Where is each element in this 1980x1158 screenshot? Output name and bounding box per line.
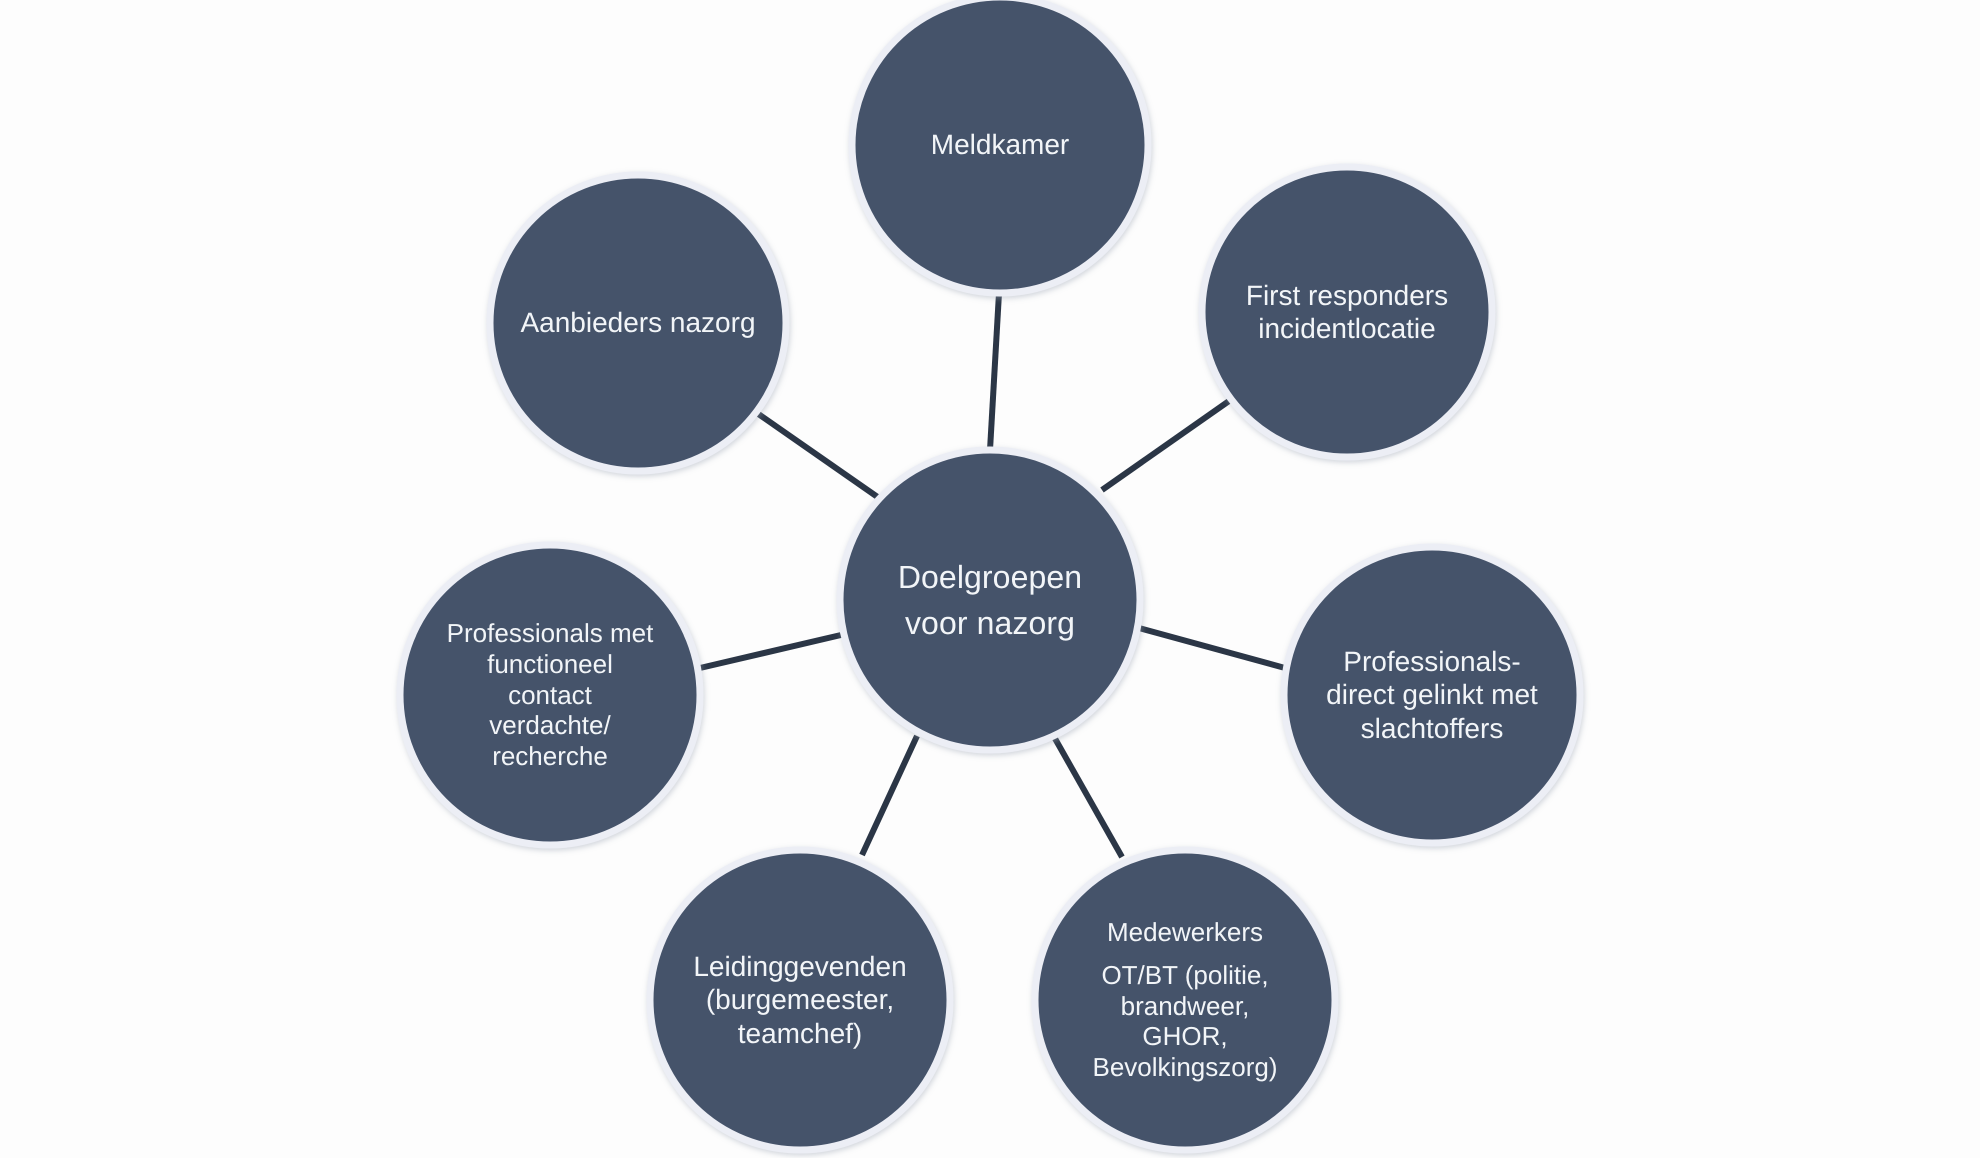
node-label-center-line-1: Doelgroepen bbox=[897, 558, 1083, 595]
node-circle-leidinggevenden[interactable] bbox=[646, 846, 954, 1154]
node-label-professionals-slachtoffers-line-1: Professionals- bbox=[1343, 646, 1521, 678]
connector-center-to-medewerkers-otbt bbox=[1050, 733, 1125, 859]
node-label-center: Doelgroepen voor nazorg bbox=[840, 450, 1140, 750]
node-circle-professionals-verdachte[interactable] bbox=[396, 541, 704, 849]
node-label-medewerkers-otbt: Medewerkers OT/BT (politie, brandweer, G… bbox=[1035, 850, 1335, 1150]
node-label-first-responders-line-2: incidentlocatie bbox=[1258, 313, 1436, 344]
connector-center-to-meldkamer bbox=[987, 292, 1002, 451]
connector-center-to-aanbieders-nazorg bbox=[755, 410, 881, 501]
node-circle-professionals-slachtoffers[interactable] bbox=[1280, 543, 1584, 847]
node-label-first-responders-line-1: First responders bbox=[1245, 279, 1449, 311]
node-label-medewerkers-otbt-line-2: OT/BT (politie, bbox=[1101, 959, 1269, 990]
node-label-professionals-verdachte-line-4: verdachte/ bbox=[489, 710, 611, 741]
node-circle-medewerkers-otbt[interactable] bbox=[1031, 846, 1339, 1154]
connector-layer bbox=[699, 292, 1286, 859]
node-label-leidinggevenden: Leidinggevenden (burgemeester, teamchef) bbox=[650, 850, 950, 1150]
connector-center-to-first-responders bbox=[1100, 391, 1241, 493]
node-label-first-responders: First responders incidentlocatie bbox=[1202, 167, 1492, 457]
node-circle-center[interactable] bbox=[836, 446, 1144, 754]
node-label-medewerkers-otbt-line-4: GHOR, bbox=[1142, 1021, 1228, 1052]
node-label-leidinggevenden-line-1: Leidinggevenden bbox=[693, 951, 907, 983]
node-label-professionals-verdachte-line-5: recherche bbox=[492, 741, 608, 771]
node-label-professionals-slachtoffers-line-3: slachtoffers bbox=[1360, 712, 1504, 744]
node-circle-layer bbox=[396, 0, 1584, 1154]
node-label-professionals-verdachte-line-2: functioneel bbox=[487, 648, 613, 679]
node-label-professionals-slachtoffers: Professionals- direct gelinkt met slacht… bbox=[1284, 547, 1580, 843]
node-label-medewerkers-otbt-line-5: Bevolkingszorg) bbox=[1092, 1052, 1278, 1082]
node-label-medewerkers-otbt-line-1: Medewerkers bbox=[1106, 917, 1264, 948]
node-label-medewerkers-otbt-line-3: brandweer, bbox=[1120, 990, 1250, 1021]
connector-center-to-professionals-verdachte bbox=[699, 632, 842, 671]
connector-center-to-leidinggevenden bbox=[859, 734, 920, 857]
node-circle-first-responders[interactable] bbox=[1198, 163, 1496, 461]
node-label-leidinggevenden-line-2: (burgemeester, bbox=[705, 984, 895, 1016]
connector-center-to-professionals-slachtoffers bbox=[1138, 625, 1286, 671]
node-label-aanbieders-nazorg: Aanbieders nazorg bbox=[490, 175, 786, 471]
node-label-meldkamer-line-1: Meldkamer bbox=[930, 129, 1070, 161]
node-circle-meldkamer[interactable] bbox=[848, 0, 1152, 297]
node-label-meldkamer: Meldkamer bbox=[852, 0, 1148, 293]
node-label-aanbieders-nazorg-line-1: Aanbieders nazorg bbox=[520, 307, 756, 339]
node-label-center-line-2: voor nazorg bbox=[904, 605, 1076, 641]
node-label-professionals-slachtoffers-line-2: direct gelinkt met bbox=[1326, 679, 1538, 711]
node-label-professionals-verdachte: Professionals met functioneel contact ve… bbox=[400, 545, 700, 845]
node-circle-aanbieders-nazorg[interactable] bbox=[486, 171, 790, 475]
node-label-professionals-verdachte-line-3: contact bbox=[508, 679, 592, 710]
node-label-leidinggevenden-line-3: teamchef) bbox=[737, 1017, 863, 1049]
node-label-professionals-verdachte-line-1: Professionals met bbox=[446, 618, 654, 649]
